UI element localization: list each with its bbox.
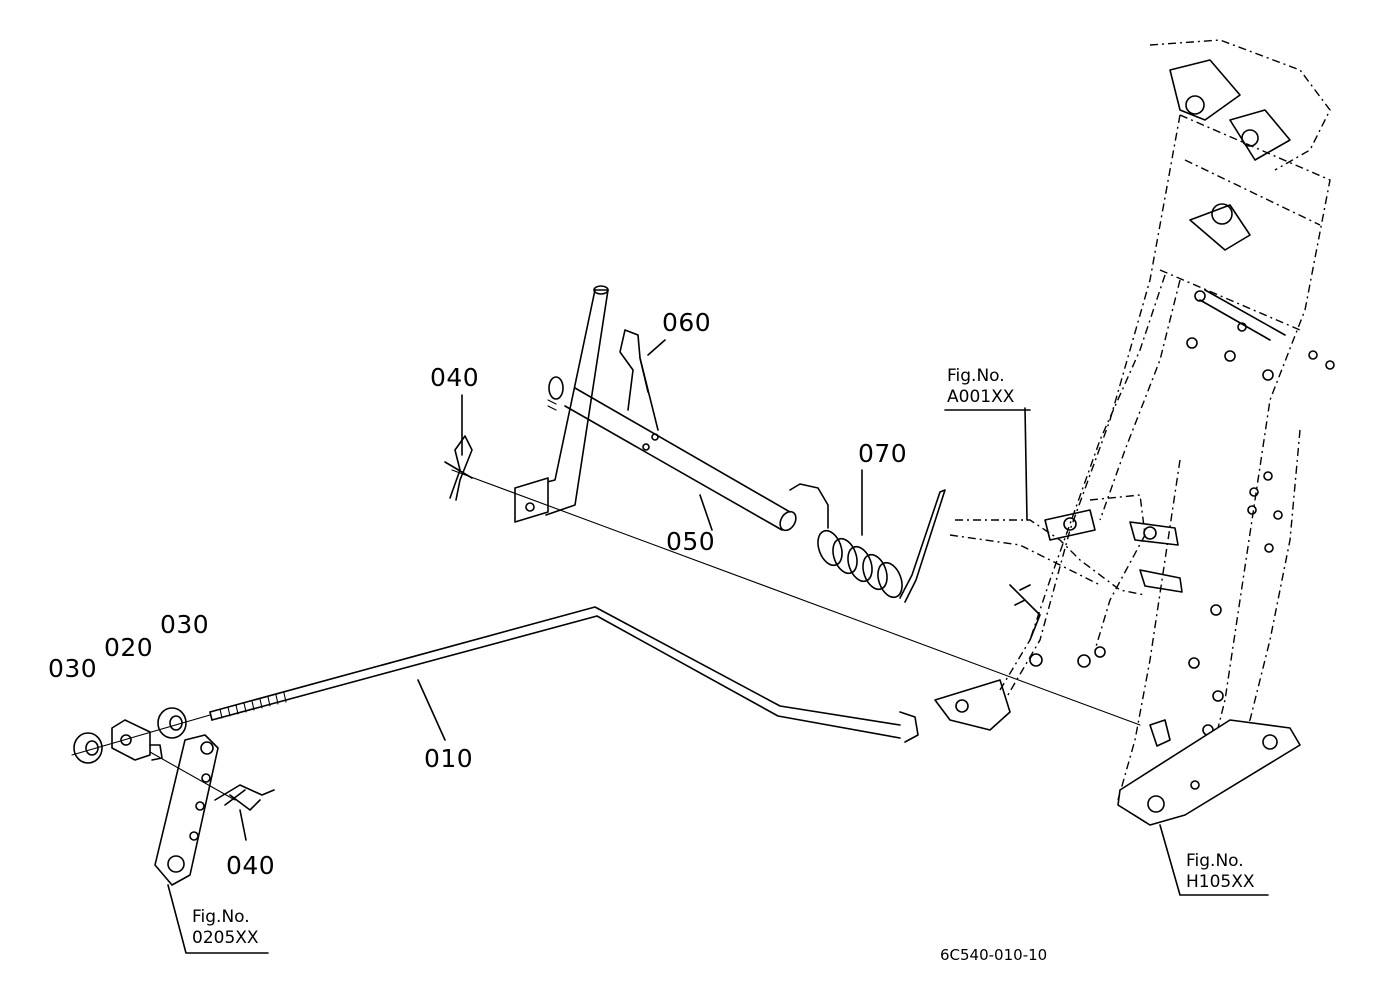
figref-h105[interactable]: Fig.No. H105XX: [1186, 851, 1255, 893]
label-part-010: 010: [424, 744, 474, 773]
figref-a001-label: Fig.No.: [947, 366, 1005, 386]
figref-0205-code: 0205XX: [192, 928, 259, 948]
label-part-040-upper: 040: [430, 363, 480, 392]
label-part-020: 020: [104, 633, 154, 662]
joint-parts-left: [73, 707, 275, 886]
label-part-050: 050: [666, 527, 716, 556]
center-lines: [71, 469, 1141, 801]
rod-010: [209, 606, 919, 743]
label-part-030-right: 030: [160, 610, 210, 639]
spring-070: [789, 483, 946, 603]
pin-050: [514, 285, 797, 532]
label-part-060: 060: [662, 308, 712, 337]
label-part-040-lower: 040: [226, 851, 276, 880]
figref-h105-label: Fig.No.: [1186, 851, 1244, 871]
frame-bracket: [934, 39, 1335, 826]
clip-060: [619, 329, 659, 431]
leader-lines: [167, 339, 1269, 954]
figref-a001[interactable]: Fig.No. A001XX: [947, 366, 1014, 408]
figref-a001-code: A001XX: [947, 387, 1015, 407]
clip-040-upper: [444, 435, 473, 501]
label-part-070: 070: [858, 439, 908, 468]
figref-h105-code: H105XX: [1186, 872, 1255, 892]
label-part-030-left: 030: [48, 654, 98, 683]
figref-0205-label: Fig.No.: [192, 907, 250, 927]
drawing-number: 6C540-010-10: [940, 946, 1048, 964]
figref-0205[interactable]: Fig.No. 0205XX: [192, 907, 259, 949]
